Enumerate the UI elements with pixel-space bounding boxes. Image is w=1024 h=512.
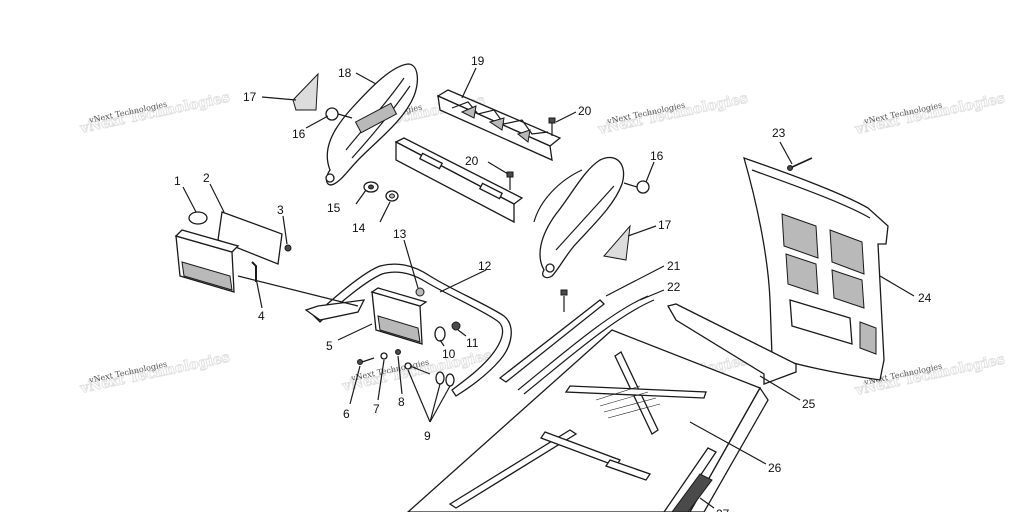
part-16-bolt-left [325, 107, 353, 121]
callout-3: 3 [277, 203, 284, 217]
part-6-bolt [357, 357, 375, 365]
callout-labels: 1 2 3 4 5 6 7 8 9 10 11 12 13 14 15 16 1… [174, 54, 932, 512]
callout-2: 2 [203, 171, 210, 185]
callout-12: 12 [478, 259, 492, 273]
callout-20-upper: 20 [578, 104, 592, 118]
part-16-bolt-right [623, 180, 650, 194]
callout-9: 9 [424, 429, 431, 443]
part-18-grab-handle-left [325, 63, 419, 186]
callout-15: 15 [327, 201, 341, 215]
deck-hatch-lines [595, 385, 661, 419]
part-20-bolt-lower [506, 171, 514, 190]
callout-19: 19 [471, 54, 485, 68]
part-11-nut [451, 321, 461, 331]
callout-5: 5 [326, 339, 333, 353]
part-12-rear-bumper [304, 263, 512, 397]
part-4-wire [251, 261, 257, 282]
callout-14: 14 [352, 221, 366, 235]
callout-13: 13 [393, 227, 407, 241]
part-14-nut [385, 190, 399, 202]
callout-6: 6 [343, 407, 350, 421]
part-23-fastener [787, 157, 813, 171]
part-5-tail-light [370, 287, 428, 345]
callout-16-left: 16 [292, 127, 306, 141]
callout-22: 22 [667, 280, 681, 294]
part-27-rear-flap-rail [663, 447, 717, 512]
callout-4: 4 [258, 309, 265, 323]
watermark-3: vNext Technologies vNext Technologies [596, 90, 750, 138]
part-15-washer [363, 181, 379, 193]
part-3-screw [284, 244, 292, 252]
part-20-bolt-upper [548, 117, 556, 136]
part-21-side-rail [498, 289, 605, 383]
lower-rack-bracket [394, 137, 524, 224]
callout-26: 26 [768, 461, 782, 475]
callout-17-right: 17 [658, 218, 672, 232]
watermark-6: vNext Technologies vNext Technologies [340, 347, 494, 395]
callout-17-left: 17 [243, 90, 257, 104]
callout-23: 23 [772, 126, 786, 140]
callout-21: 21 [667, 259, 681, 273]
part-25-flap-bar [667, 303, 797, 385]
leader-lines [182, 67, 915, 509]
callout-11: 11 [466, 336, 479, 350]
part-1-bulb [188, 211, 208, 225]
part-7-washer [380, 352, 388, 360]
part-10-grommet [434, 326, 446, 342]
part-8-nut [395, 349, 401, 355]
callout-20-lower: 20 [465, 154, 479, 168]
watermark-5: vNext Technologies vNext Technologies [78, 349, 232, 397]
part-9-bolt-washers [404, 362, 455, 387]
callout-25: 25 [802, 397, 816, 411]
callout-8: 8 [398, 395, 405, 409]
callout-16-right: 16 [650, 149, 664, 163]
watermark-1: vNext Technologies vNext Technologies [78, 89, 232, 137]
callout-27: 27 [716, 507, 730, 512]
callout-1: 1 [174, 174, 181, 188]
part-17-panel-left [292, 72, 319, 111]
part-22-side-strip [517, 295, 655, 395]
part-17-panel-right [603, 224, 631, 261]
callout-7: 7 [373, 402, 380, 416]
callout-10: 10 [442, 347, 456, 361]
part-24-snow-flap [743, 156, 889, 381]
callout-18: 18 [338, 66, 352, 80]
callout-24: 24 [918, 291, 932, 305]
grab-handle-right [533, 156, 625, 279]
watermark-4: vNext Technologies vNext Technologies [853, 90, 1007, 138]
part-2-lens-plate [217, 211, 283, 265]
tail-light-housing-left [174, 229, 240, 293]
part-19-upper-rack-bracket [436, 89, 562, 162]
